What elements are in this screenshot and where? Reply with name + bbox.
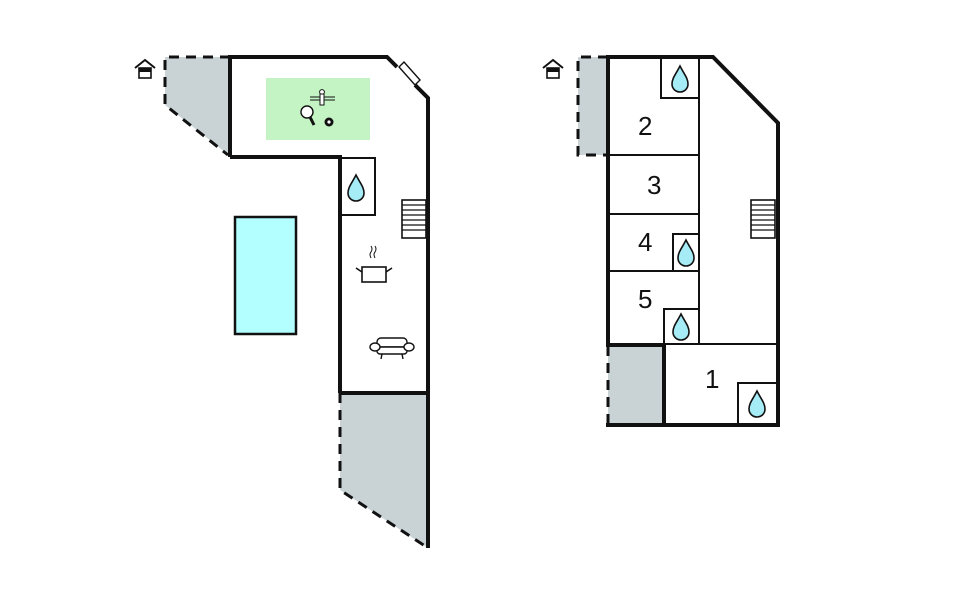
game-area [266, 78, 370, 140]
water-drop-icon [347, 174, 365, 202]
terrace-bottom [340, 393, 428, 548]
swimming-pool [233, 215, 298, 336]
terrace-upper-left [578, 57, 608, 155]
table-tennis-icon [300, 105, 316, 126]
bathroom [340, 157, 376, 216]
room-label-2: 2 [638, 111, 652, 141]
window-icon [394, 60, 421, 88]
house-entrance-icon [134, 59, 156, 79]
billiard-ball-icon [324, 117, 334, 127]
room-label-1: 1 [705, 364, 719, 394]
stairs-icon [401, 199, 427, 239]
water-drop-icon [671, 65, 689, 93]
house-entrance-icon [542, 59, 564, 79]
ground-floor [134, 55, 430, 550]
upper-floor: 2 3 4 5 1 [542, 55, 780, 427]
ground-floor-walls [228, 55, 430, 548]
water-drop-icon [677, 239, 695, 267]
foosball-icon [310, 89, 335, 106]
terrace-top-left [165, 57, 230, 157]
water-drop-icon [672, 313, 690, 341]
sofa-icon [369, 337, 415, 360]
terrace-lower-left [608, 346, 664, 424]
stairs-icon [750, 199, 776, 239]
water-drop-icon [748, 390, 766, 418]
room-label-5: 5 [638, 284, 652, 314]
cooking-pot-icon [355, 245, 393, 283]
room-label-4: 4 [638, 227, 652, 257]
room-label-3: 3 [647, 170, 661, 200]
